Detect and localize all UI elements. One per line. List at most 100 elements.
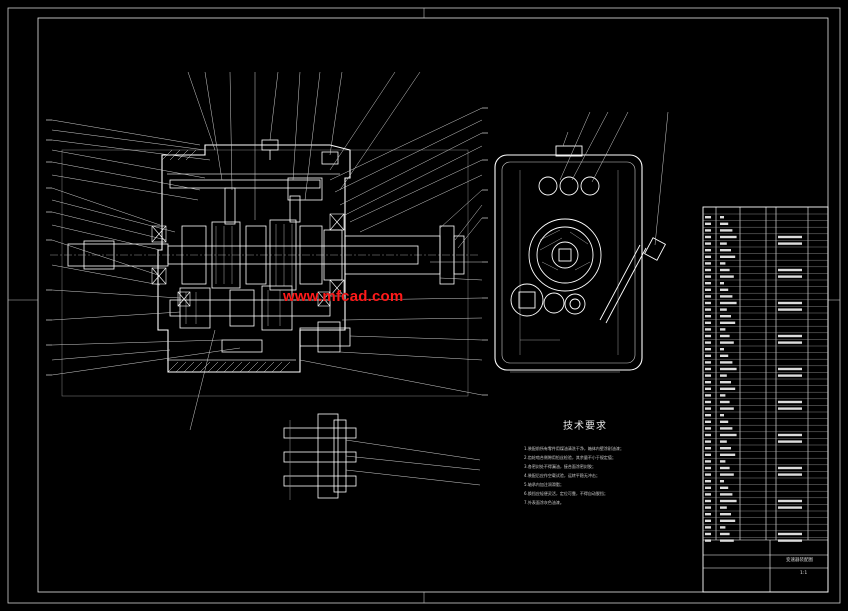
parts-list-name-mark <box>720 341 734 344</box>
parts-list-index-mark <box>705 315 711 318</box>
parts-list-name-mark <box>720 222 729 225</box>
outer-border <box>7 7 841 604</box>
parts-list-name-mark <box>720 519 736 522</box>
parts-list-index-mark <box>705 301 711 305</box>
parts-list-name-mark <box>720 216 724 219</box>
parts-list-name-mark <box>720 321 736 324</box>
parts-list-name-mark <box>720 268 730 272</box>
parts-list-index-mark <box>705 400 711 404</box>
parts-list-index-mark <box>705 532 711 536</box>
note-line: 7.外表面涂灰色油漆。 <box>524 500 564 505</box>
parts-list-name-mark <box>720 394 726 397</box>
parts-list-index-mark <box>705 506 711 509</box>
parts-list-material-mark <box>778 440 802 443</box>
parts-list-index-mark <box>705 381 711 384</box>
parts-list-name-mark <box>720 282 724 285</box>
parts-list-material-mark <box>778 407 802 410</box>
parts-list-name-mark <box>720 539 734 542</box>
parts-list-name-mark <box>720 499 737 503</box>
parts-list-index-mark <box>705 295 711 298</box>
parts-list-name-mark <box>720 242 727 245</box>
parts-list-index-mark <box>705 328 711 331</box>
parts-list-index-mark <box>705 288 711 291</box>
main-section-view <box>46 71 488 431</box>
parts-list-material-mark <box>778 473 802 476</box>
parts-list-name-mark <box>720 262 726 265</box>
parts-list-index-mark <box>705 308 711 311</box>
parts-list-material-mark <box>778 301 802 305</box>
parts-list-name-mark <box>720 433 737 437</box>
side-view <box>494 111 669 373</box>
parts-list-index-mark <box>705 460 711 463</box>
parts-list-material-mark <box>778 235 802 239</box>
parts-list-name-mark <box>720 453 736 456</box>
parts-list-index-mark <box>705 249 711 252</box>
parts-list-rows <box>703 213 828 538</box>
parts-list-material-mark <box>778 532 802 536</box>
parts-list-index-mark <box>705 361 711 364</box>
parts-list-index-mark <box>705 282 711 285</box>
parts-list-name-mark <box>720 486 729 489</box>
parts-list-material-mark <box>778 268 802 272</box>
parts-list-name-mark <box>720 407 734 410</box>
parts-list-index-mark <box>705 499 711 503</box>
parts-list-name-mark <box>720 513 731 516</box>
parts-list-index-mark <box>705 453 711 456</box>
parts-list-name-mark <box>720 354 729 357</box>
parts-list-index-mark <box>705 341 711 344</box>
parts-list-name-mark <box>720 229 733 232</box>
parts-list-index-mark <box>705 374 711 377</box>
parts-list-material-mark <box>778 341 802 344</box>
parts-list-text-marks <box>705 216 802 542</box>
parts-list-index-mark <box>705 519 711 522</box>
parts-list-name-mark <box>720 480 724 483</box>
parts-list-material-mark <box>778 499 802 503</box>
parts-list-index-mark <box>705 255 711 258</box>
parts-list-index-mark <box>705 394 711 397</box>
note-line: 1.装配前所有零件用煤油清洗干净，箱体内壁涂耐油漆； <box>524 446 624 451</box>
parts-list-index-mark <box>705 493 711 496</box>
parts-list-index-mark <box>705 321 711 324</box>
parts-list-index-mark <box>705 466 711 470</box>
parts-list-index-mark <box>705 354 711 357</box>
parts-list-name-mark <box>720 526 726 529</box>
parts-list-name-mark <box>720 328 726 331</box>
parts-list-material-mark <box>778 539 802 542</box>
note-line: 6.换挡应轻便灵活，定位可靠，不得自动脱挡； <box>524 491 608 496</box>
parts-list-index-mark <box>705 433 711 437</box>
parts-list-name-mark <box>720 249 731 252</box>
parts-list-index-mark <box>705 348 711 351</box>
parts-list-name-mark <box>720 295 733 298</box>
parts-list-name-mark <box>720 334 730 338</box>
parts-list-index-mark <box>705 407 711 410</box>
parts-list-index-mark <box>705 222 711 225</box>
parts-list-index-mark <box>705 420 711 423</box>
parts-list-index-mark <box>705 447 711 450</box>
parts-list-name-mark <box>720 460 726 463</box>
parts-list-name-mark <box>720 440 727 443</box>
parts-list-index-mark <box>705 513 711 516</box>
parts-list-material-mark <box>778 506 802 509</box>
parts-list-index-mark <box>705 387 711 390</box>
parts-list-name-mark <box>720 447 731 450</box>
parts-list-material-mark <box>778 433 802 437</box>
parts-list-index-mark <box>705 526 711 529</box>
parts-list-index-mark <box>705 229 711 232</box>
note-line: 4.装配后应作空载试验，运转平稳无冲击； <box>524 473 600 478</box>
parts-list-index-mark <box>705 367 711 371</box>
parts-list-name-mark <box>720 315 731 318</box>
parts-list-index-mark <box>705 539 711 542</box>
parts-list-name-mark <box>720 466 730 470</box>
parts-list-material-mark <box>778 367 802 371</box>
note-line: 3.各密封处不得漏油，接合面涂密封胶； <box>524 464 596 469</box>
parts-list-index-mark <box>705 242 711 245</box>
parts-list-index-mark <box>705 275 711 278</box>
parts-list-name-mark <box>720 387 736 390</box>
watermark: www.mfcad.com <box>283 288 404 305</box>
parts-list-index-mark <box>705 216 711 219</box>
parts-list-name-mark <box>720 427 733 430</box>
parts-list-name-mark <box>720 506 727 509</box>
parts-list-index-mark <box>705 414 711 417</box>
parts-list-material-mark <box>778 374 802 377</box>
